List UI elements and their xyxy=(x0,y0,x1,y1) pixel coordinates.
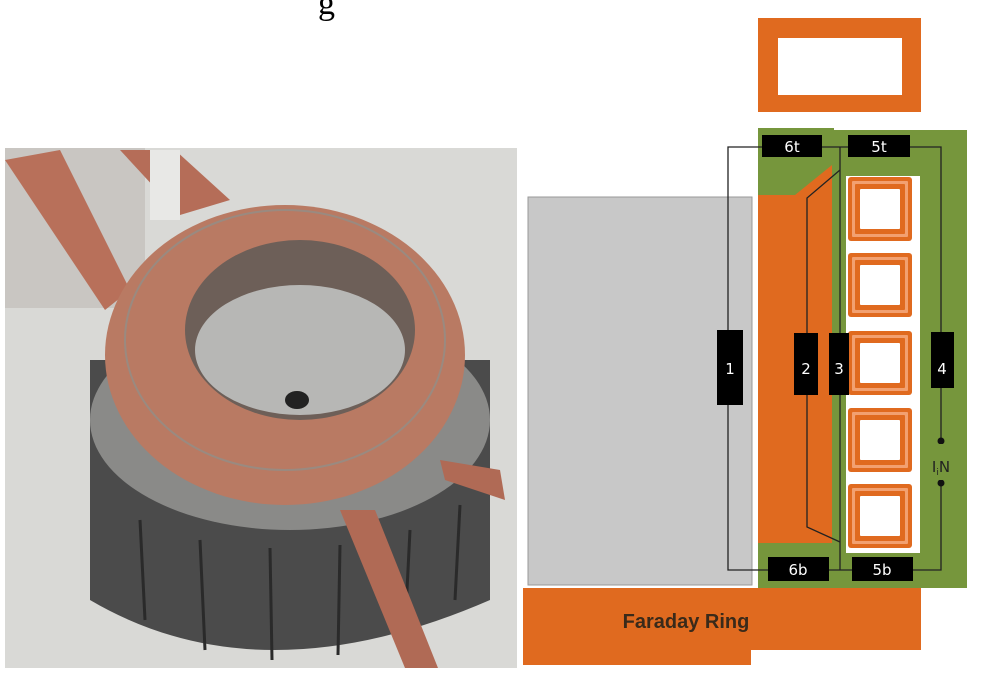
svg-text:4: 4 xyxy=(937,360,947,378)
svg-text:5t: 5t xyxy=(871,138,887,156)
coil-4 xyxy=(848,408,912,472)
coil-1 xyxy=(848,177,912,241)
svg-text:1: 1 xyxy=(725,360,735,378)
label-2: 2 xyxy=(794,333,818,395)
label-3: 3 xyxy=(829,333,849,395)
label-5t: 5t xyxy=(848,135,910,157)
coils xyxy=(848,177,912,548)
label-4: 4 xyxy=(931,332,954,388)
faraday-ring-block xyxy=(523,588,921,650)
faraday-ring-label: Faraday Ring xyxy=(623,611,750,633)
coil-3 xyxy=(848,331,912,395)
svg-text:5b: 5b xyxy=(872,561,891,579)
svg-text:2: 2 xyxy=(801,360,811,378)
label-6t: 6t xyxy=(762,135,822,157)
magnet-block xyxy=(527,196,753,586)
svg-text:6t: 6t xyxy=(784,138,800,156)
caption-fragment: g xyxy=(318,0,335,22)
label-5b: 5b xyxy=(852,557,913,581)
current-label: IiN xyxy=(932,458,950,478)
coil-2 xyxy=(848,253,912,317)
coil-5 xyxy=(848,484,912,548)
photo xyxy=(5,148,517,668)
diagram: Faraday Ring IiN 6t 5t 1 2 3 4 6b 5b xyxy=(523,18,967,665)
label-1: 1 xyxy=(717,330,743,405)
svg-text:3: 3 xyxy=(834,360,844,378)
label-6b: 6b xyxy=(768,557,829,581)
svg-text:6b: 6b xyxy=(788,561,807,579)
